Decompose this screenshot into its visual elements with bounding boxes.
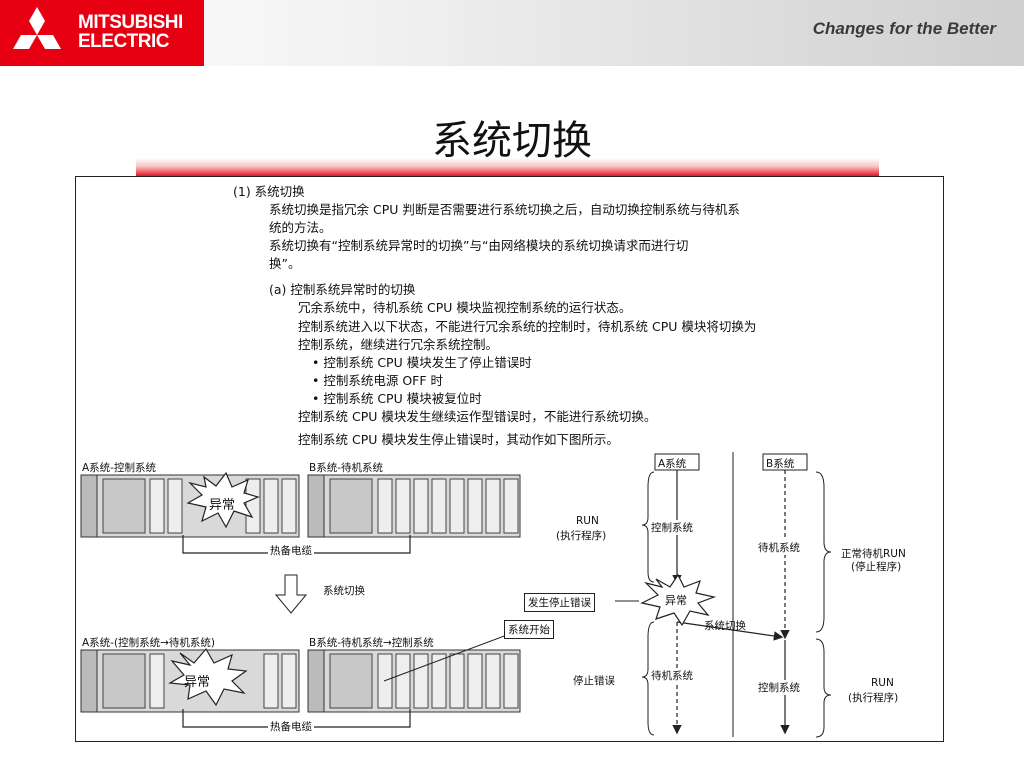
slide-title: 系统切换: [432, 118, 592, 164]
para-1a: 系统切换是指冗余 CPU 判断是否需要进行系统切换之后，自动切换控制系统与待机系: [269, 202, 740, 217]
para-3: 冗余系统中，待机系统 CPU 模块监视控制系统的运行状态。: [298, 300, 632, 315]
run-label-2: RUN: [871, 677, 894, 689]
para-1b: 统的方法。: [269, 220, 332, 235]
brand-name: MITSUBISHI ELECTRIC: [78, 13, 183, 51]
control-system-b: 控制系统: [758, 680, 800, 695]
column-b-label: B系统: [766, 458, 795, 470]
normal-standby-label: 正常待机RUN: [841, 548, 906, 560]
column-a-label: A系统: [658, 458, 687, 470]
standby-system-a: 待机系统: [651, 668, 693, 683]
abnormal-label-top: 异常: [209, 498, 236, 513]
abnormal-burst-top: [186, 471, 260, 529]
mitsubishi-logo: MITSUBISHI ELECTRIC: [0, 0, 204, 66]
label-b-top: B系统-待机系统: [309, 462, 383, 474]
plc-rack-b-top: [307, 474, 521, 538]
cable-label-top: 热备电缆: [268, 543, 314, 558]
abnormal-label-sequence: 异常: [665, 594, 687, 607]
para-5: 控制系统 CPU 模块发生继续运作型错误时，不能进行系统切换。: [298, 409, 657, 424]
label-b-bottom: B系统-待机系统→控制系统: [309, 637, 434, 649]
title-underline: [136, 158, 879, 177]
run-label-1b: (执行程序): [556, 530, 607, 542]
system-start-callout: 系统开始: [504, 620, 554, 639]
para-4a: 控制系统进入以下状态，不能进行冗余系统的控制时，待机系统 CPU 模块将切换为: [298, 319, 757, 334]
control-system-a: 控制系统: [651, 520, 693, 535]
heading-2: (a) 控制系统异常时的切换: [269, 282, 416, 297]
label-a-top: A系统-控制系统: [82, 462, 156, 474]
tagline: Changes for the Better: [812, 19, 996, 38]
bullet-1: • 控制系统 CPU 模块发生了停止错误时: [312, 355, 532, 370]
para-2b: 换”。: [269, 256, 301, 271]
para-6: 控制系统 CPU 模块发生停止错误时，其动作如下图所示。: [298, 432, 619, 447]
plc-rack-a-top: [80, 474, 300, 538]
stop-error-label: 停止错误: [573, 675, 615, 687]
run-label-2b: (执行程序): [848, 692, 899, 704]
brand-line-2: ELECTRIC: [78, 31, 169, 52]
heading-1: (1) 系统切换: [233, 184, 305, 199]
stop-error-callout: 发生停止错误: [524, 593, 595, 612]
switchover-diagram: [80, 452, 832, 738]
normal-standby-sub: (停止程序): [851, 561, 902, 573]
abnormal-burst-sequence: [640, 573, 717, 627]
bullet-3: • 控制系统 CPU 模块被复位时: [312, 391, 482, 406]
abnormal-label-bottom: 异常: [184, 675, 211, 690]
plc-rack-b-bottom: [307, 649, 521, 713]
run-label-1: RUN: [576, 515, 599, 527]
switch-label-sequence: 系统切换: [704, 620, 746, 632]
brand-line-1: MITSUBISHI: [78, 12, 183, 33]
content-panel: (1) 系统切换 系统切换是指冗余 CPU 判断是否需要进行系统切换之后，自动切…: [75, 176, 944, 742]
para-2a: 系统切换有“控制系统异常时的切换”与“由网络模块的系统切换请求而进行切: [269, 238, 689, 253]
down-arrow-icon: [274, 574, 308, 614]
switch-label: 系统切换: [323, 585, 365, 597]
para-4b: 控制系统，继续进行冗余系统控制。: [298, 337, 499, 352]
abnormal-burst-bottom: [168, 647, 248, 707]
bullet-2: • 控制系统电源 OFF 时: [312, 373, 444, 388]
cable-label-bottom: 热备电缆: [268, 719, 314, 734]
header-bar: MITSUBISHI ELECTRIC Changes for the Bett…: [0, 0, 1024, 66]
three-diamonds-icon: [13, 7, 61, 49]
standby-system-b: 待机系统: [758, 540, 800, 555]
label-a-bottom: A系统-(控制系统→待机系统): [82, 637, 215, 649]
